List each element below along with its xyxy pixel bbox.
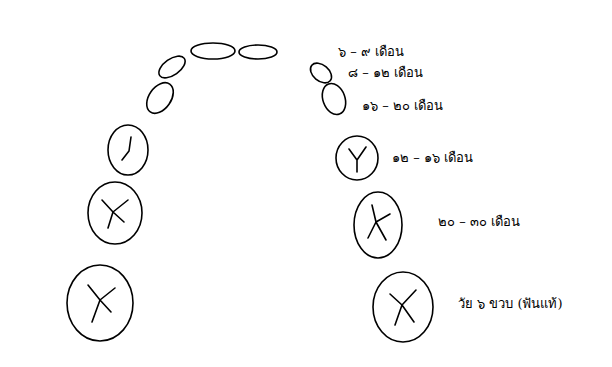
central-incisor bbox=[239, 45, 277, 59]
molar-fissure bbox=[122, 137, 131, 160]
central-incisor bbox=[191, 43, 235, 59]
second-molar bbox=[88, 182, 142, 244]
canine-tooth bbox=[318, 80, 350, 118]
molar-fissure bbox=[88, 285, 115, 322]
age-label: วัย ๖ ขวบ (ฟันแท้) bbox=[458, 296, 563, 312]
molar-fissure bbox=[102, 200, 128, 228]
second-molar bbox=[354, 192, 402, 258]
first-molar bbox=[336, 136, 378, 180]
first-molar bbox=[108, 125, 148, 175]
age-label: ๖ – ๙ เดือน bbox=[338, 44, 404, 60]
age-label: ๘ – ๑๒ เดือน bbox=[348, 65, 423, 81]
age-label: ๒๐ – ๓๐ เดือน bbox=[438, 214, 520, 230]
molar-fissure bbox=[349, 147, 366, 172]
molar-fissure bbox=[390, 290, 416, 325]
lateral-incisor bbox=[155, 52, 189, 82]
molar-fissure bbox=[368, 205, 390, 240]
permanent-molar bbox=[67, 265, 133, 341]
permanent-molar bbox=[373, 272, 433, 342]
age-label: ๑๖ – ๒๐ เดือน bbox=[362, 98, 443, 114]
age-label: ๑๒ – ๑๖ เดือน bbox=[392, 150, 473, 166]
canine-tooth bbox=[141, 78, 179, 118]
